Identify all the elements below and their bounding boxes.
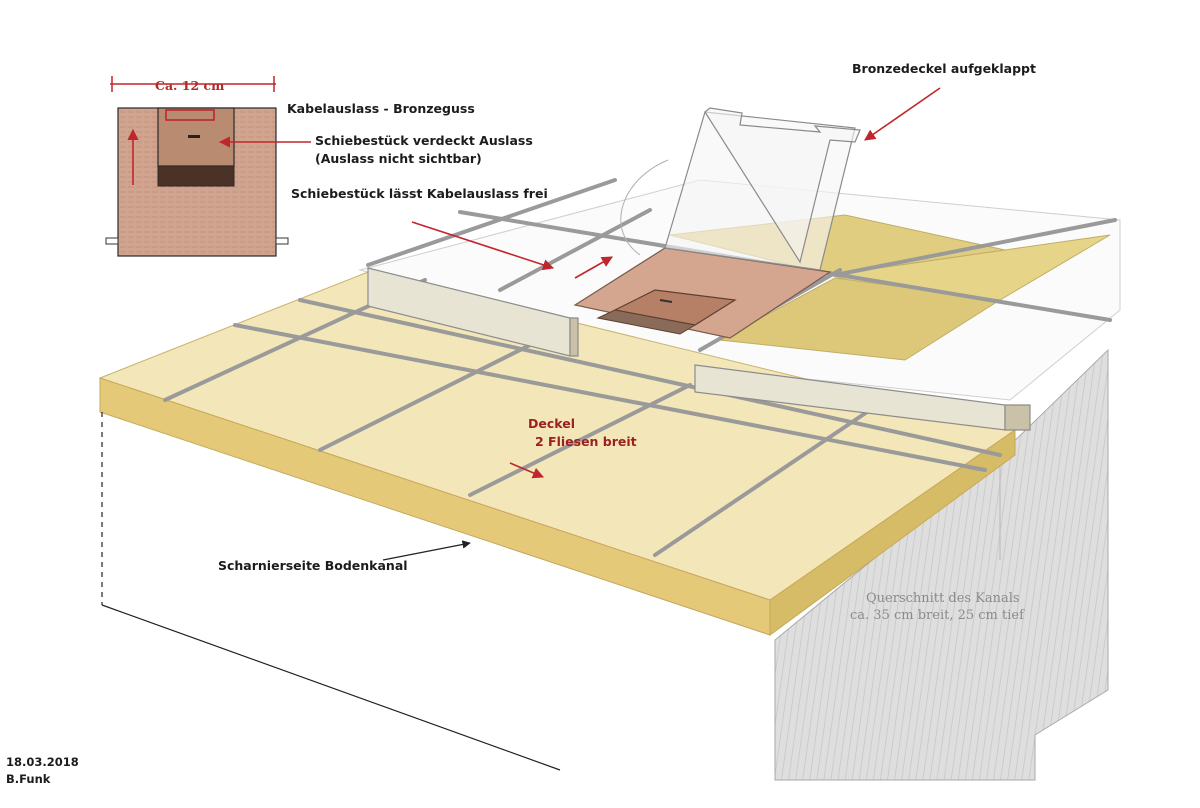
annotation-arrows: [127, 87, 941, 479]
author-label: B.Funk: [6, 772, 51, 786]
dimension-label: Ca. 12 cm: [155, 78, 225, 93]
support-beams: [367, 267, 1031, 431]
inset-detail: [105, 107, 289, 257]
section-dims-label: ca. 35 cm breit, 25 cm tief: [850, 608, 1024, 623]
outlet-hidden-label: (Auslass nicht sichtbar): [315, 151, 482, 166]
slider-frees-label: Schiebestück lässt Kabelauslass frei: [291, 186, 548, 201]
hinge-side-label: Scharnierseite Bodenkanal: [218, 558, 408, 573]
bronze-cast-label: Kabelauslass - Bronzeguss: [287, 101, 475, 116]
date-label: 18.03.2018: [6, 755, 79, 769]
section-title-label: Querschnitt des Kanals: [866, 591, 1020, 606]
slider-covers-label: Schiebestück verdeckt Auslass: [315, 133, 533, 148]
cover-slab: [98, 271, 1017, 636]
bronze-outlet: [573, 247, 832, 339]
lid-open-label: Bronzedeckel aufgeklappt: [852, 61, 1036, 76]
cover-title-label: Deckel: [528, 416, 576, 431]
bronze-lid-open: [620, 107, 861, 271]
hinge-outline: [101, 412, 561, 771]
channel-cross-section: [774, 348, 1109, 781]
cover-width-label: 2 Fliesen breit: [535, 434, 637, 449]
dimension-line: [110, 76, 276, 92]
